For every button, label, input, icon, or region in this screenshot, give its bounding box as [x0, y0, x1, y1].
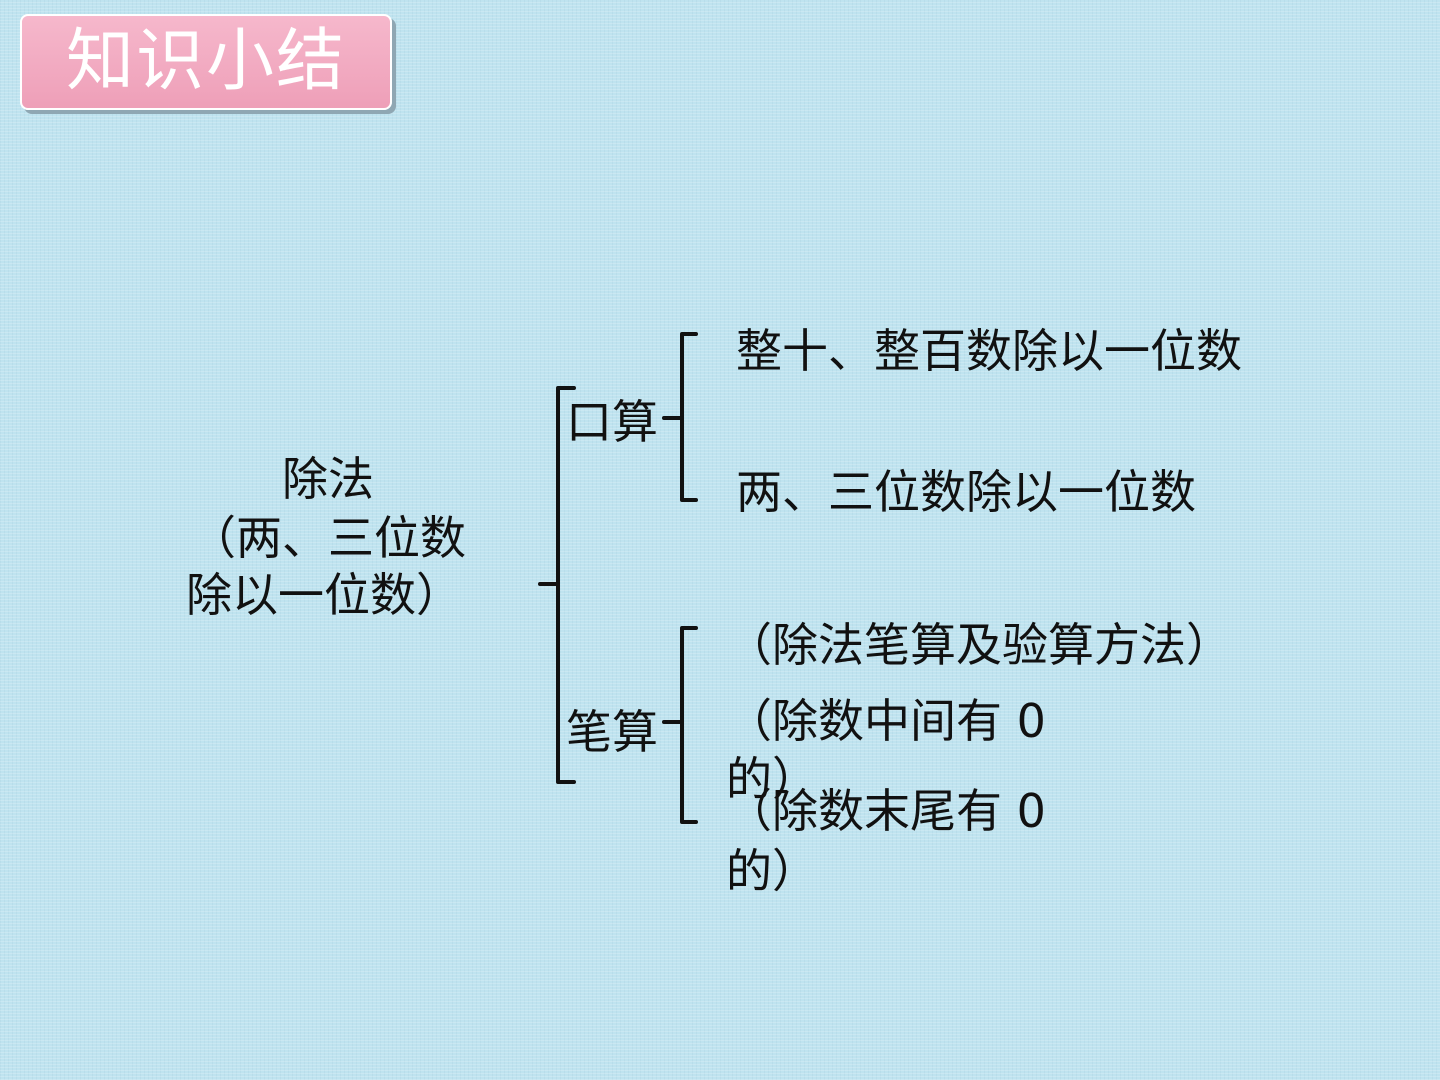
written-item-2: （除数中间有 0 [726, 694, 1046, 748]
slide-title: 知识小结 [65, 22, 346, 101]
main-brace [538, 386, 576, 784]
written-brace [662, 626, 698, 824]
root-line-1: 除法 [282, 452, 374, 506]
title-banner: 知识小结 [20, 14, 392, 110]
written-label: 笔算 [566, 705, 658, 759]
root-line-3: 除以一位数） [186, 568, 462, 622]
oral-label: 口算 [566, 395, 658, 449]
oral-item-2: 两、三位数除以一位数 [736, 465, 1196, 519]
written-item-3: （除数末尾有 0 [726, 784, 1046, 838]
written-item-2-cont: 的） [726, 752, 818, 806]
oral-item-1: 整十、整百数除以一位数 [736, 324, 1242, 378]
root-line-2: （两、三位数 [190, 511, 466, 565]
oral-brace [662, 332, 698, 502]
written-item-1: （除法笔算及验算方法） [726, 618, 1232, 672]
written-item-3-cont: 的） [726, 844, 818, 898]
